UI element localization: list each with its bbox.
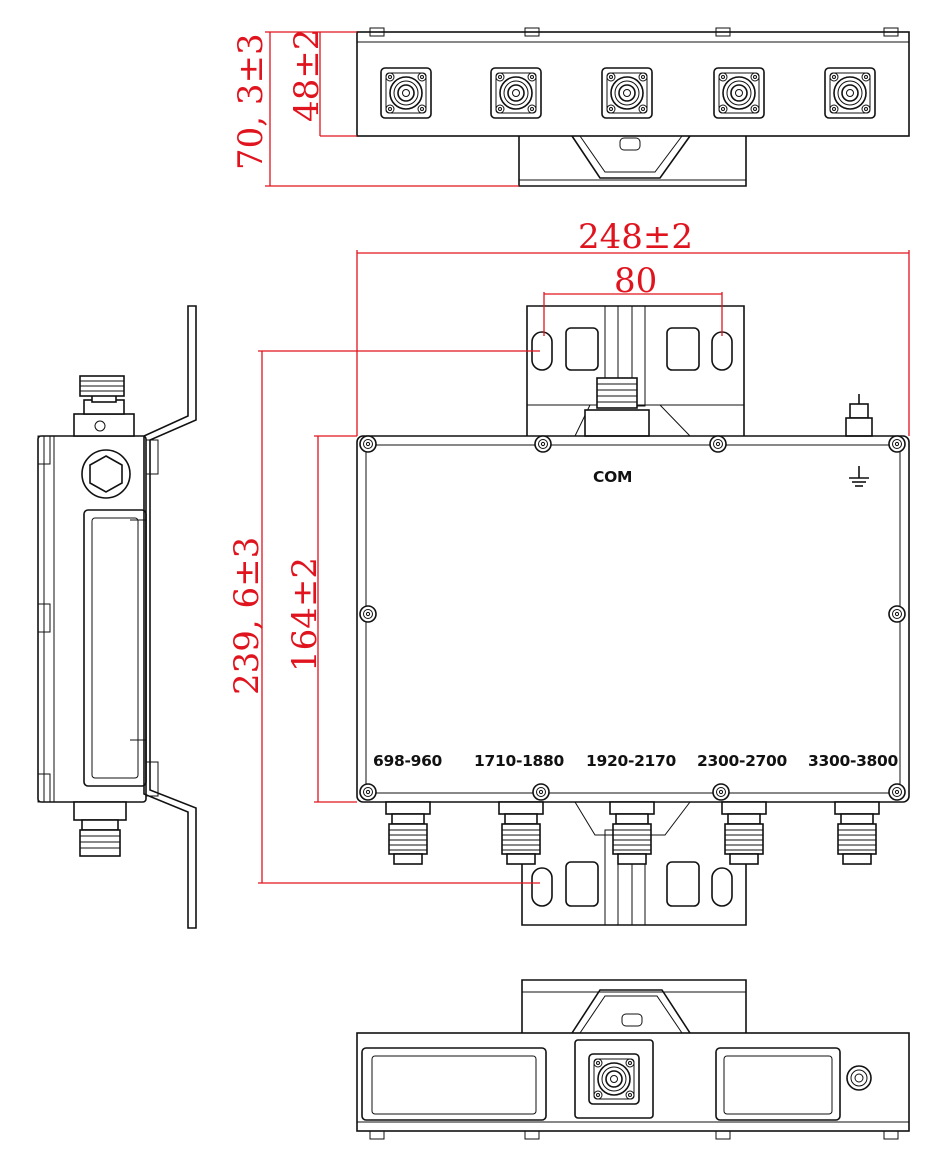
dim-top-total: 70, 3±3: [231, 33, 271, 170]
port-label-band-2: 1710-1880: [474, 752, 565, 770]
port-label-band-3: 1920-2170: [586, 752, 677, 770]
front-view: COM 698-960 1710-1880 1920-2170 2300-270…: [356, 305, 910, 926]
dim-hole-spacing: 80: [614, 261, 657, 301]
dim-overall-width: 248±2: [578, 217, 693, 257]
bottom-view: [356, 979, 910, 1140]
top-dimensions: 70, 3±3 48±2: [231, 29, 519, 187]
ground-icon: [849, 466, 869, 487]
port-label-band-5: 3300-3800: [808, 752, 899, 770]
port-label-band-1: 698-960: [373, 752, 443, 770]
dim-overall-height: 239, 6±3: [227, 537, 267, 695]
side-view: [37, 305, 197, 929]
dim-top-body: 48±2: [287, 29, 327, 122]
port-label-band-4: 2300-2700: [697, 752, 788, 770]
dim-body-height: 164±2: [285, 557, 325, 672]
top-view: [356, 27, 910, 187]
port-label-com: COM: [593, 468, 632, 486]
front-dimensions: 248±2 80 239, 6±3 164±2: [227, 217, 910, 884]
